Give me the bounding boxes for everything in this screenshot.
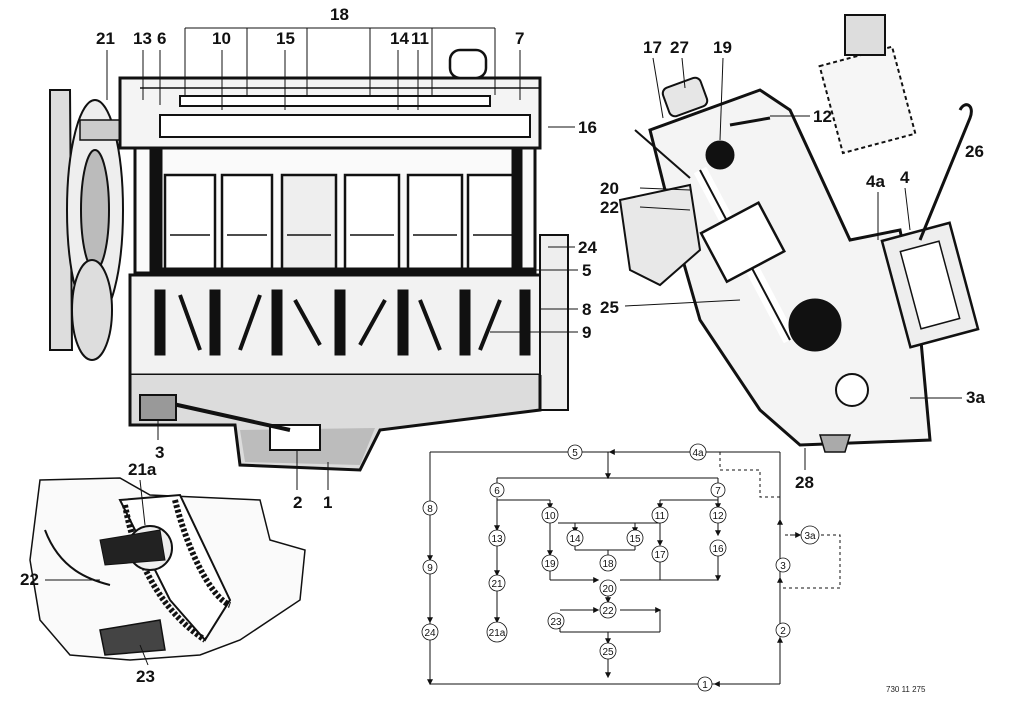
cylinder-block [133, 146, 537, 371]
callout-27: 27 [670, 38, 689, 57]
crankcase [128, 234, 569, 411]
engine-callouts: 21 13 6 10 18 15 14 11 7 16 24 5 8 9 3 2… [96, 5, 597, 512]
flow-node-18: 18 [602, 559, 614, 570]
flow-node-2: 2 [780, 626, 786, 637]
flow-node-circles [421, 443, 820, 692]
callout-3a: 3a [966, 388, 985, 407]
callout-4: 4 [900, 168, 910, 187]
callout-4a: 4a [866, 172, 885, 191]
callout-3: 3 [155, 443, 164, 462]
flow-node-23: 23 [550, 617, 562, 628]
callout-22-detail: 22 [20, 570, 39, 589]
flow-node-21: 21 [491, 579, 503, 590]
flow-node-3: 3 [780, 561, 786, 572]
callout-2: 2 [293, 493, 302, 512]
timing-chain-callouts: 21a 22 23 [20, 460, 157, 686]
callout-6: 6 [157, 29, 166, 48]
callout-12: 12 [813, 107, 832, 126]
callout-23: 23 [136, 667, 155, 686]
flow-node-8: 8 [427, 504, 433, 515]
callout-15: 15 [276, 29, 295, 48]
callout-13: 13 [133, 29, 152, 48]
oil-flow-diagram [427, 449, 841, 687]
flow-node-6: 6 [494, 486, 500, 497]
callout-1: 1 [323, 493, 332, 512]
flow-node-20: 20 [602, 584, 614, 595]
flow-node-12: 12 [712, 511, 724, 522]
callout-22: 22 [600, 198, 619, 217]
callout-5: 5 [582, 261, 591, 280]
flow-node-25: 25 [602, 647, 614, 658]
flow-node-15: 15 [629, 534, 641, 545]
callout-17: 17 [643, 38, 662, 57]
flow-node-5: 5 [572, 448, 578, 459]
flow-node-3a: 3a [804, 531, 816, 542]
callout-25: 25 [600, 298, 619, 317]
callout-21a: 21a [128, 460, 157, 479]
callout-11: 11 [411, 29, 429, 48]
distributor [818, 14, 917, 155]
flow-node-24: 24 [424, 628, 436, 639]
oil-sump [128, 375, 542, 472]
flow-node-11: 11 [655, 511, 666, 522]
callout-9: 9 [582, 323, 591, 342]
engine-cross-section [618, 14, 980, 453]
reference-number: 730 11 275 [886, 685, 926, 694]
engine-side-cutaway [49, 48, 569, 472]
callout-26: 26 [965, 142, 984, 161]
callout-20: 20 [600, 179, 619, 198]
callout-14: 14 [390, 29, 409, 48]
timing-chain-detail [29, 477, 306, 661]
flow-node-9: 9 [427, 563, 433, 574]
callout-10: 10 [212, 29, 231, 48]
oil-filter [880, 221, 980, 349]
flow-node-10: 10 [544, 511, 556, 522]
dipstick [918, 103, 973, 241]
callout-18: 18 [330, 5, 349, 24]
callout-28: 28 [795, 473, 814, 492]
flow-node-13: 13 [491, 534, 503, 545]
flow-node-labels: 5 4a 6 7 8 10 11 12 13 14 15 16 17 18 19… [421, 443, 820, 692]
flow-node-4a: 4a [692, 448, 704, 459]
flow-node-14: 14 [569, 534, 581, 545]
flow-node-19: 19 [544, 559, 556, 570]
flow-node-16: 16 [712, 544, 724, 555]
flow-node-22: 22 [602, 606, 614, 617]
callout-24: 24 [578, 238, 597, 257]
callout-16: 16 [578, 118, 597, 137]
flow-node-7: 7 [715, 486, 721, 497]
callout-19: 19 [713, 38, 732, 57]
callout-21: 21 [96, 29, 115, 48]
callout-7: 7 [515, 29, 524, 48]
cross-section-callouts: 17 27 19 12 26 20 22 4a 4 25 3a 28 [600, 38, 985, 492]
cylinder-head [118, 48, 542, 150]
flow-node-1: 1 [702, 680, 708, 691]
callout-8: 8 [582, 300, 591, 319]
fan-pulley-assembly [49, 89, 124, 361]
flow-node-17: 17 [654, 550, 666, 561]
flow-node-21a: 21a [489, 628, 506, 639]
